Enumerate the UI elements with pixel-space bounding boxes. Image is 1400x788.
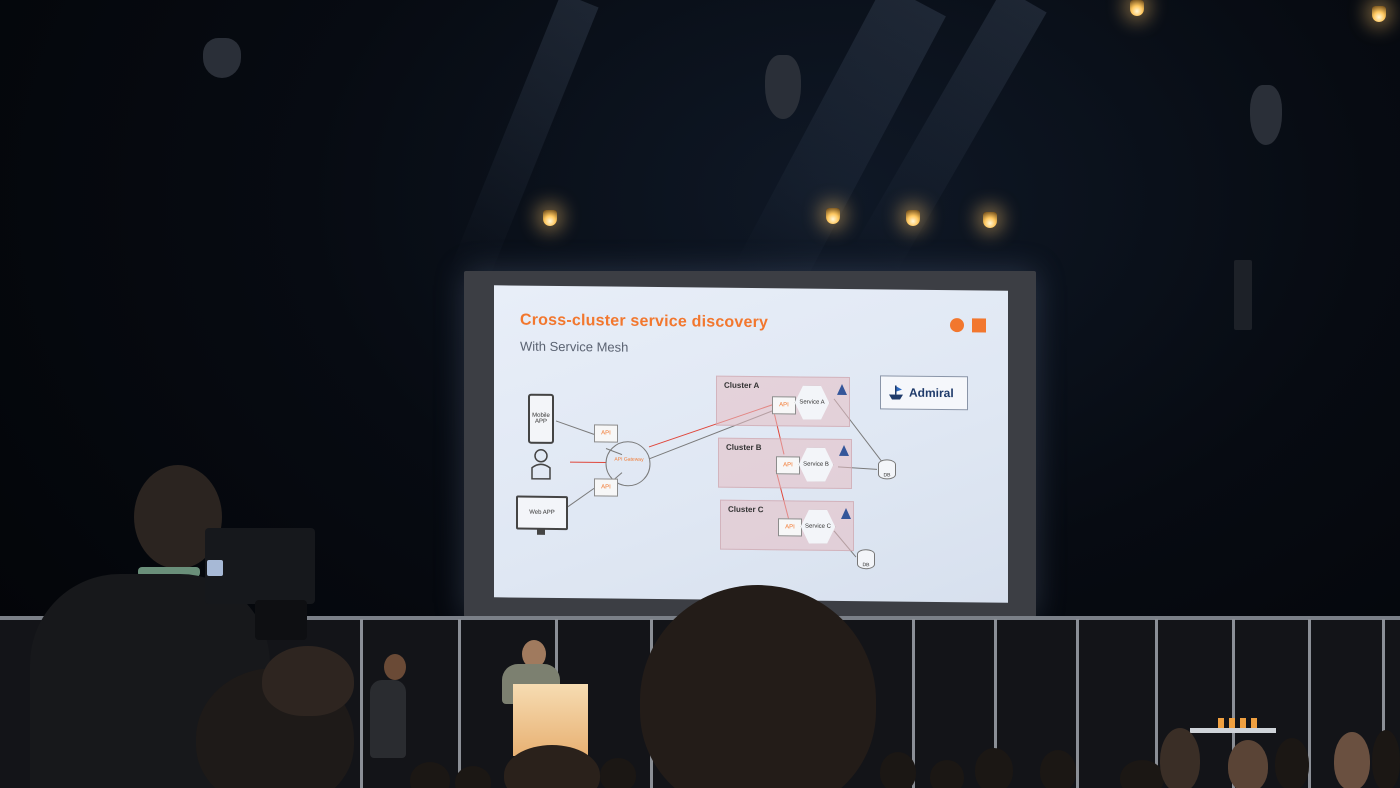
gateway-api-bottom: API: [594, 478, 618, 497]
ceiling-fixture: [1250, 85, 1282, 145]
wall-panel-divider: [1308, 619, 1311, 788]
cluster-label: Cluster A: [724, 380, 760, 391]
service-a: Service A: [794, 384, 830, 420]
audience-head: [1160, 728, 1200, 788]
service-b: Service B: [798, 446, 834, 482]
speaker: [1234, 260, 1252, 330]
audience-head: [410, 762, 450, 788]
gateway-api-top: API: [594, 424, 618, 443]
cluster-a-api: API: [772, 396, 796, 415]
wall-panel-divider: [912, 619, 915, 788]
database-icon: DB: [857, 549, 875, 570]
audience-head: [1275, 738, 1309, 788]
mobile-client-label: Mobile APP: [532, 412, 550, 425]
wall-panel-divider: [994, 619, 997, 788]
web-client-label: Web APP: [529, 509, 555, 516]
table: [1190, 728, 1276, 733]
podium: [513, 684, 588, 756]
audience-head: [262, 646, 354, 716]
stage-lamp: [906, 210, 920, 226]
user-icon: [531, 449, 551, 480]
db-label: DB: [862, 562, 870, 569]
ceiling-fixture: [765, 55, 801, 119]
slide: Cross-cluster service discovery With Ser…: [494, 285, 1008, 603]
wall-panel-divider: [360, 619, 363, 788]
stage-lamp: [1372, 6, 1386, 22]
stage-lamp: [543, 210, 557, 226]
audience-head: [930, 760, 964, 788]
service-label: Service B: [803, 461, 829, 468]
audience-head: [880, 752, 916, 788]
audience-head: [1334, 732, 1370, 788]
istio-icon: [841, 507, 851, 520]
lanyard: [138, 567, 200, 577]
istio-icon: [837, 383, 847, 396]
monitor-stand-icon: [537, 528, 545, 535]
cluster-c-api: API: [778, 518, 802, 537]
mobile-client: Mobile APP: [528, 393, 554, 444]
audience-head: [455, 766, 491, 788]
audience-head: [600, 758, 636, 788]
wall-panel-divider: [458, 619, 461, 788]
wall-panel-divider: [1232, 619, 1235, 788]
ceiling-fixture: [203, 38, 241, 78]
wall-panel-divider: [1382, 619, 1385, 788]
video-camera: [205, 528, 315, 604]
cups: [1218, 718, 1258, 728]
db-label: DB: [883, 472, 891, 479]
audience-head: [975, 748, 1013, 788]
audience-head: [640, 585, 876, 788]
wall-panel-divider: [1155, 619, 1158, 788]
service-c: Service C: [800, 509, 836, 545]
wall-panel-divider: [1076, 619, 1079, 788]
service-label: Service C: [804, 523, 831, 530]
web-client: Web APP: [516, 495, 568, 531]
audience-head: [1120, 760, 1164, 788]
stage-lamp: [826, 208, 840, 224]
cluster-label: Cluster B: [726, 442, 762, 453]
audience-head: [1228, 740, 1268, 788]
camera-viewfinder: [207, 560, 223, 576]
istio-icon: [839, 444, 849, 457]
audience-head: [504, 745, 600, 788]
admiral-logo: Admiral: [880, 375, 968, 411]
service-label: Service A: [799, 399, 825, 406]
database-icon: DB: [878, 459, 896, 480]
ship-icon: [889, 385, 903, 400]
audience-head: [1372, 730, 1400, 788]
camera-lens: [255, 600, 307, 640]
light-beam: [449, 0, 599, 286]
cluster-b-api: API: [776, 456, 800, 475]
api-gateway-label: API Gateway: [614, 456, 644, 463]
stage-lamp: [1130, 0, 1144, 16]
stage-lamp: [983, 212, 997, 228]
cluster-label: Cluster C: [728, 504, 764, 515]
audience-head: [1040, 750, 1076, 788]
